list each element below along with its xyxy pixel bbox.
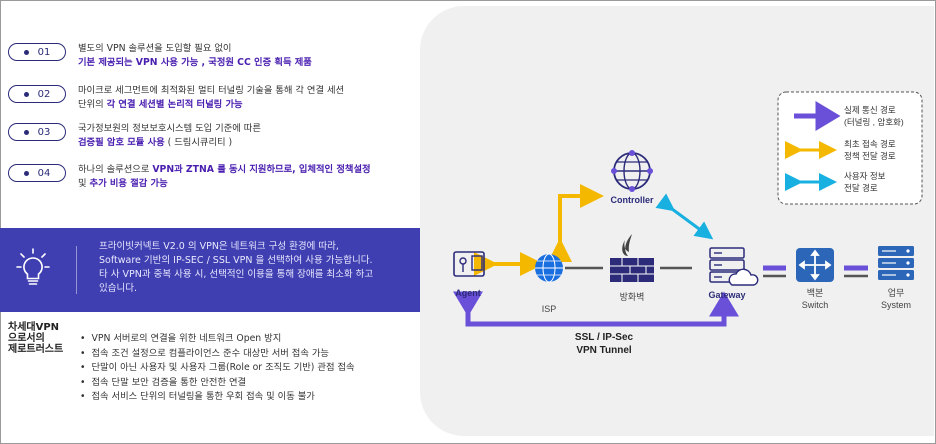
agent-label: Agent	[455, 288, 481, 298]
list-item: 단말이 아닌 사용자 및 사용자 그룹(Role or 조직도 기반) 관점 접…	[80, 361, 354, 376]
feature-number-badge: 01	[8, 43, 66, 61]
server-stack-icon	[878, 246, 914, 280]
feature-text: 국가정보원의 정보보호시스템 도입 기준에 따른	[78, 123, 261, 134]
controller-label: Controller	[610, 195, 653, 205]
feature-item-03: 03 국가정보원의 정보보호시스템 도입 기준에 따른 검증필 암호 모듈 사용…	[8, 122, 418, 150]
globe-icon	[535, 253, 563, 283]
feature-highlight: 검증필 암호 모듈 사용	[78, 137, 165, 148]
feature-text: 하나의 솔루션으로	[78, 164, 153, 175]
isp-label: ISP	[542, 304, 557, 314]
feature-highlight: 각 연결 세션별 논리적 터널링 가능	[106, 99, 243, 110]
switch-label: Switch	[802, 300, 829, 310]
feature-highlight: 추가 비용 절감 가능	[89, 178, 168, 189]
diagram-panel: 실제 통신 경로 (터널링 , 암호화) 최초 접속 경로 정책 전달 경로 사…	[420, 6, 934, 436]
tunnel-label: VPN Tunnel	[576, 345, 632, 356]
network-globe-icon	[611, 150, 653, 192]
list-item: 접속 서비스 단위의 터널링을 통한 우회 접속 및 이동 불가	[80, 390, 355, 405]
legend-label: 전달 경로	[844, 183, 878, 193]
system-label: 업무	[888, 288, 905, 298]
tunnel-label: SSL / IP-Sec	[575, 332, 634, 343]
vpn-tunnel-arrow	[453, 291, 739, 327]
system-label: System	[881, 300, 911, 310]
banner-text: 프라이빗커넥트 V2.0 의 VPN은 네트워크 구성 환경에 따라, Soft…	[99, 241, 374, 294]
switch-label: 백본	[807, 288, 824, 298]
info-banner: 프라이빗커넥트 V2.0 의 VPN은 네트워크 구성 환경에 따라, Soft…	[0, 228, 420, 312]
legend: 실제 통신 경로 (터널링 , 암호화) 최초 접속 경로 정책 전달 경로 사…	[777, 91, 923, 205]
feature-number-badge: 03	[8, 123, 66, 141]
feature-text: 및	[78, 178, 90, 189]
legend-label: (터널링 , 암호화)	[844, 117, 904, 127]
isp-controller-arrow	[548, 184, 604, 262]
firewall-icon	[610, 234, 654, 282]
legend-label: 사용자 정보	[844, 171, 886, 181]
legend-label: 최초 접속 경로	[844, 139, 896, 149]
banner-divider	[76, 246, 77, 294]
feature-highlight: VPN과 ZTNA 를 동시 지원하므로, 입체적인 정책설정	[152, 164, 371, 175]
list-item: 접속 단말 보안 검증을 통한 안전한 연결	[80, 376, 355, 391]
feature-highlight: 기본 제공되는 VPN 사용 가능 , 국정원 CC 인증 획득 제품	[78, 57, 312, 68]
legend-label: 정책 전달 경로	[844, 151, 896, 161]
feature-item-02: 02 마이크로 세그먼트에 최적화된 멀티 터널링 기술을 통해 각 연결 세션…	[8, 84, 418, 112]
gateway-label: Gateway	[708, 290, 745, 300]
feature-item-01: 01 별도의 VPN 솔루션을 도입할 필요 없이 기본 제공되는 VPN 사용…	[8, 42, 418, 70]
feature-item-04: 04 하나의 솔루션으로 VPN과 ZTNA 를 동시 지원하므로, 입체적인 …	[8, 163, 418, 191]
agent-icon	[453, 251, 485, 277]
controller-gateway-arrow	[655, 193, 714, 240]
feature-number-badge: 02	[8, 85, 66, 103]
gateway-server-icon	[709, 247, 759, 286]
switch-icon	[796, 248, 834, 282]
firewall-label: 방화벽	[620, 292, 645, 302]
list-item: 접속 조건 설정으로 컴플라이언스 준수 대상만 서버 접속 가능	[80, 347, 355, 362]
feature-number-badge: 04	[8, 164, 66, 182]
feature-text: 마이크로 세그먼트에 최적화된 멀티 터널링 기술을 통해 각 연결 세션	[78, 85, 345, 96]
feature-text: 별도의 VPN 솔루션을 도입할 필요 없이	[78, 43, 232, 54]
lightbulb-icon	[16, 248, 50, 285]
legend-label: 실제 통신 경로	[844, 105, 896, 115]
feature-text: 단위의	[78, 99, 107, 110]
list-item: VPN 서버로의 연결을 위한 네트워크 Open 방지	[80, 332, 355, 347]
feature-text: ( 드림시큐리티 )	[164, 137, 233, 148]
next-gen-title: 차세대VPN 으로서의 제로트러스트	[8, 322, 64, 355]
next-gen-list: VPN 서버로의 연결을 위한 네트워크 Open 방지 접속 조건 설정으로 …	[80, 332, 355, 405]
